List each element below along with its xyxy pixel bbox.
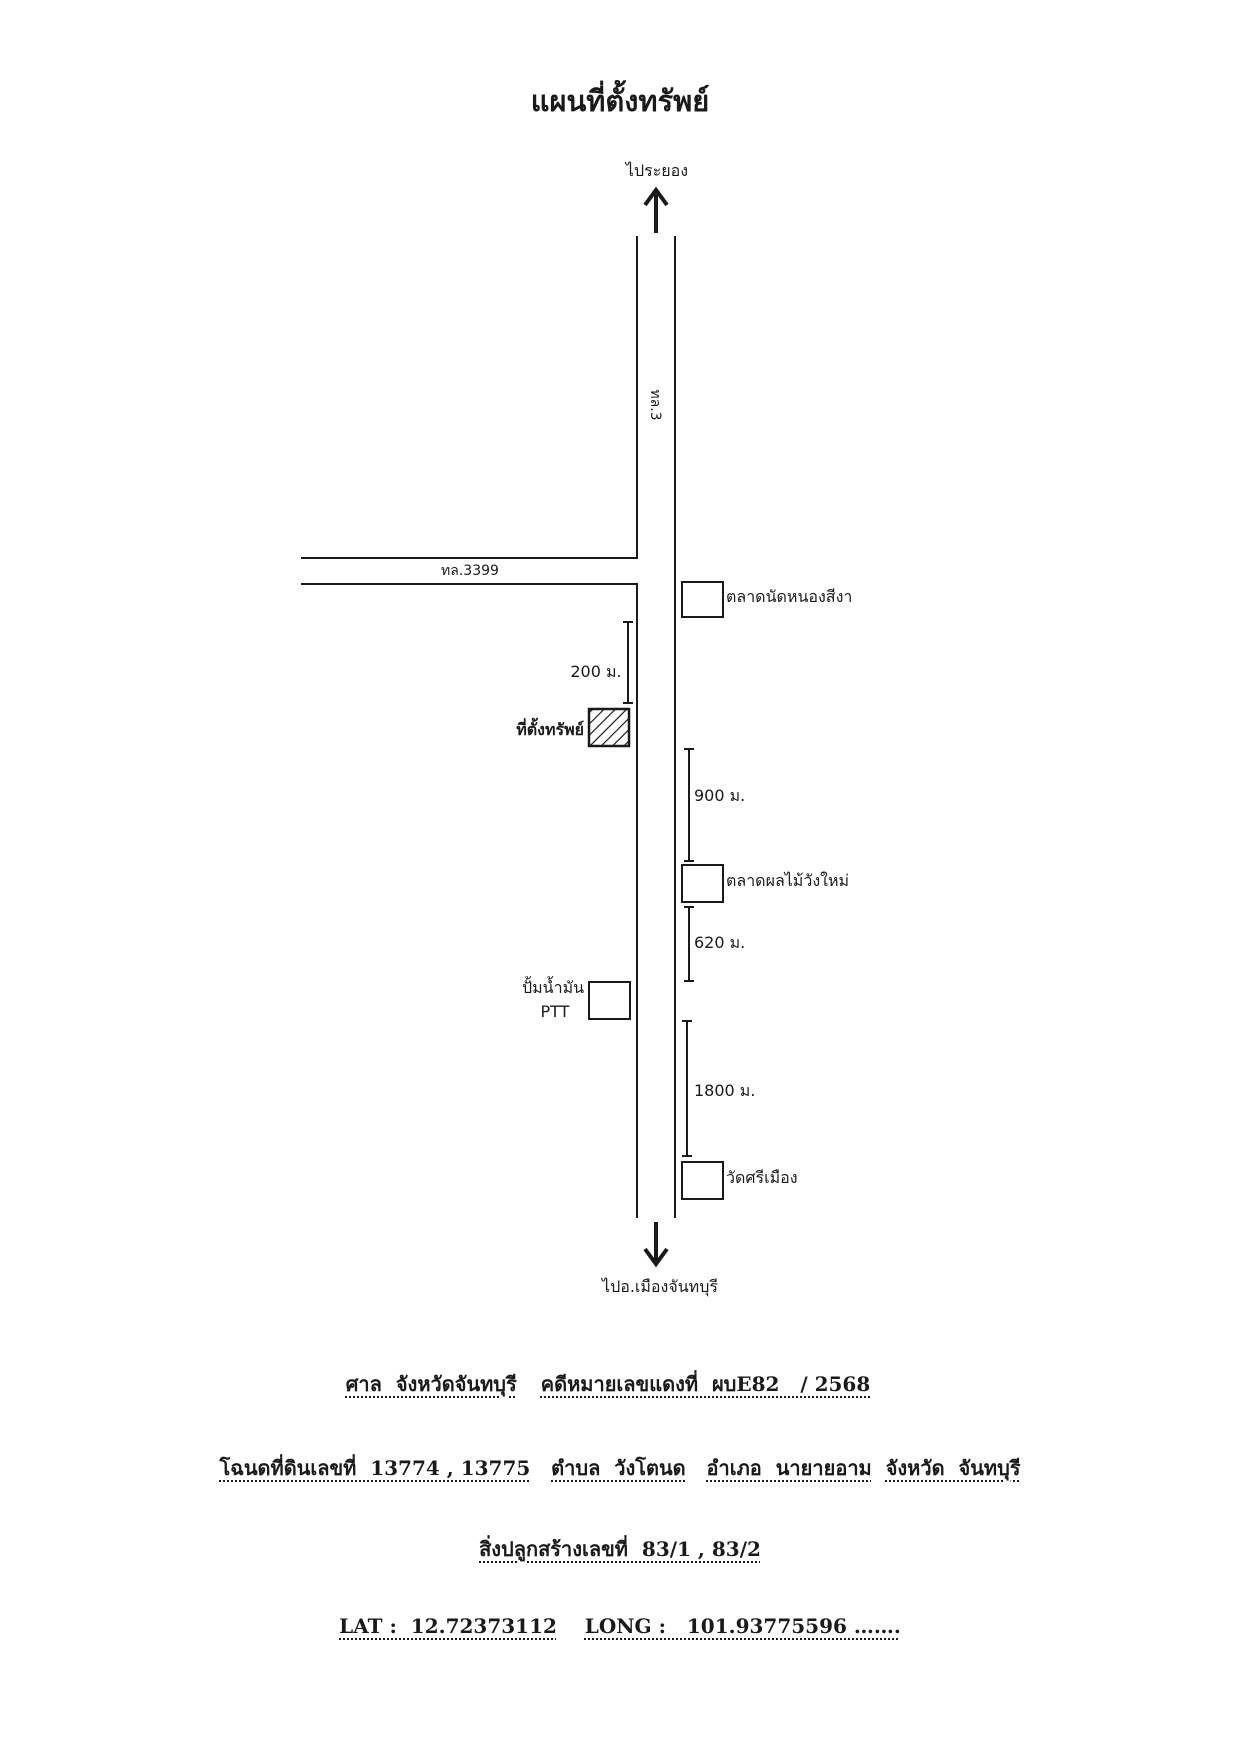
landmark-label-market-nongsinga: ตลาดนัดหนองสีงา xyxy=(726,587,852,606)
north-arrow-icon xyxy=(643,186,669,233)
distance-label-1800m: 1800 ม. xyxy=(694,1081,755,1100)
latitude: LAT : 12.72373112 xyxy=(339,1614,557,1638)
property-marker xyxy=(587,707,631,748)
subdistrict: ตำบล วังโตนด xyxy=(551,1456,686,1480)
distance-label-200m: 200 ม. xyxy=(570,662,621,681)
building-number: สิ่งปลูกสร้างเลขที่ 83/1 , 83/2 xyxy=(479,1537,761,1561)
province: จังหวัด จันทบุรี xyxy=(885,1456,1021,1480)
distance-bar-200m xyxy=(623,621,633,704)
main-road-hwy3 xyxy=(301,236,676,1218)
distance-label-900m: 900 ม. xyxy=(694,786,745,805)
distance-bar-1800m xyxy=(682,1020,692,1157)
landmark-label-ptt-line2: PTT xyxy=(541,1002,570,1021)
landmark-label-ptt-line1: ปั้มน้ำมัน xyxy=(522,976,584,997)
side-road-label: ทล.3399 xyxy=(441,563,499,579)
south-arrow-icon xyxy=(643,1222,669,1268)
map-title: แผนที่ตั้งทรัพย์ xyxy=(530,84,710,118)
landmark-box-ptt-station xyxy=(588,981,631,1020)
distance-bar-900m xyxy=(684,748,694,862)
deed-number: โฉนดที่ดินเลขที่ 13774 , 13775 xyxy=(219,1456,531,1480)
landmark-label-fruit-market-wangmai: ตลาดผลไม้วังใหม่ xyxy=(726,871,849,890)
main-road-label: ทล.3 xyxy=(647,389,663,420)
court-case-line: ศาล จังหวัดจันทบุรี คดีหมายเลขแดงที่ ผบE8… xyxy=(0,1368,1240,1400)
district: อำเภอ นายายอาม xyxy=(706,1456,872,1480)
landmark-label-temple: วัดศรีเมือง xyxy=(726,1168,798,1187)
longitude: LONG : 101.93775596 ……. xyxy=(584,1614,901,1638)
title-deed-line: โฉนดที่ดินเลขที่ 13774 , 13775 ตำบล วังโ… xyxy=(0,1452,1240,1484)
case-number: คดีหมายเลขแดงที่ ผบE82 / 2568 xyxy=(540,1372,871,1396)
south-direction-label: ไปอ.เมืองจันทบุรี xyxy=(600,1277,718,1297)
landmark-box-market-nongsinga xyxy=(681,581,724,618)
coordinates-line: LAT : 12.72373112 LONG : 101.93775596 ……… xyxy=(0,1614,1240,1638)
landmark-box-temple xyxy=(681,1161,724,1200)
distance-label-620m: 620 ม. xyxy=(694,933,745,952)
north-direction-label: ไประยอง xyxy=(624,161,688,180)
court-name: ศาล จังหวัดจันทบุรี xyxy=(345,1372,517,1396)
property-location-label: ที่ตั้งทรัพย์ xyxy=(516,717,584,739)
landmark-box-fruit-market-wangmai xyxy=(681,864,724,903)
building-number-line: สิ่งปลูกสร้างเลขที่ 83/1 , 83/2 xyxy=(0,1533,1240,1565)
distance-bar-620m xyxy=(684,906,694,982)
